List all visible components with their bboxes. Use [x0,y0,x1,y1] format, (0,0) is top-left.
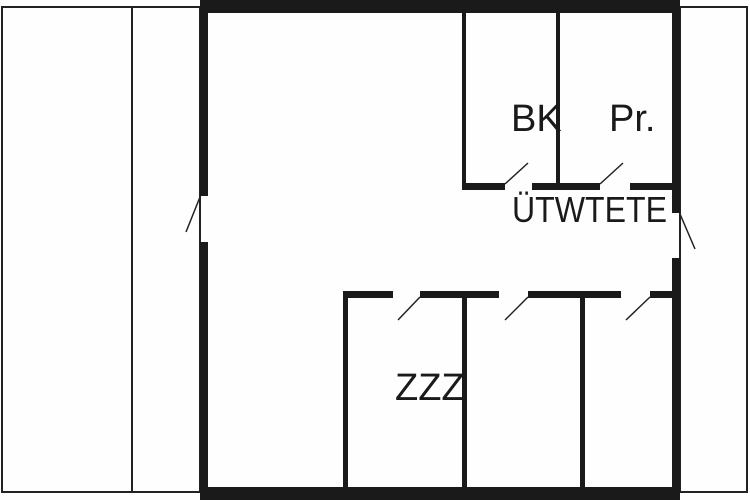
right-entry-door-icon [679,213,696,250]
bottom-wall [200,487,680,500]
room-label-pr: Pr. [609,98,655,140]
bk-left-wall [462,13,466,190]
room-label-zzz: ZZZ [395,367,465,409]
right-wall-lower [672,258,680,500]
room2-door-icon [504,296,529,321]
bk-bottom-wall-a [462,183,505,190]
room3-door-icon [625,296,651,321]
room-label-corridor: ÜTWTETE [512,189,667,230]
pr-door-icon [599,162,624,185]
right-wall-upper [672,0,680,213]
right-annex-outline [679,6,748,493]
bk-pr-divider [556,13,560,190]
doors [185,162,696,321]
room3-top-wall [650,291,672,298]
left-wall-lower [200,242,208,500]
bk-pr-bottom-wall [532,183,600,190]
room2-right-wall [580,291,585,491]
zzz-top-wall-a [343,291,393,298]
zzz-left-wall [343,291,348,491]
pr-bottom-wall-b [630,183,672,190]
room-label-bk: BK [511,98,562,140]
left-annex [1,6,201,493]
left-annex-outline [1,6,201,493]
left-wall-upper [200,0,208,196]
zzz-right-wall [462,291,467,491]
top-wall [200,0,680,13]
main-walls [200,0,680,500]
bk-door-icon [504,162,529,185]
left-entry-door-icon [185,196,201,233]
zzz-top-wall-b [420,291,499,298]
room2-top-wall [528,291,621,298]
zzz-door-icon [397,296,421,321]
